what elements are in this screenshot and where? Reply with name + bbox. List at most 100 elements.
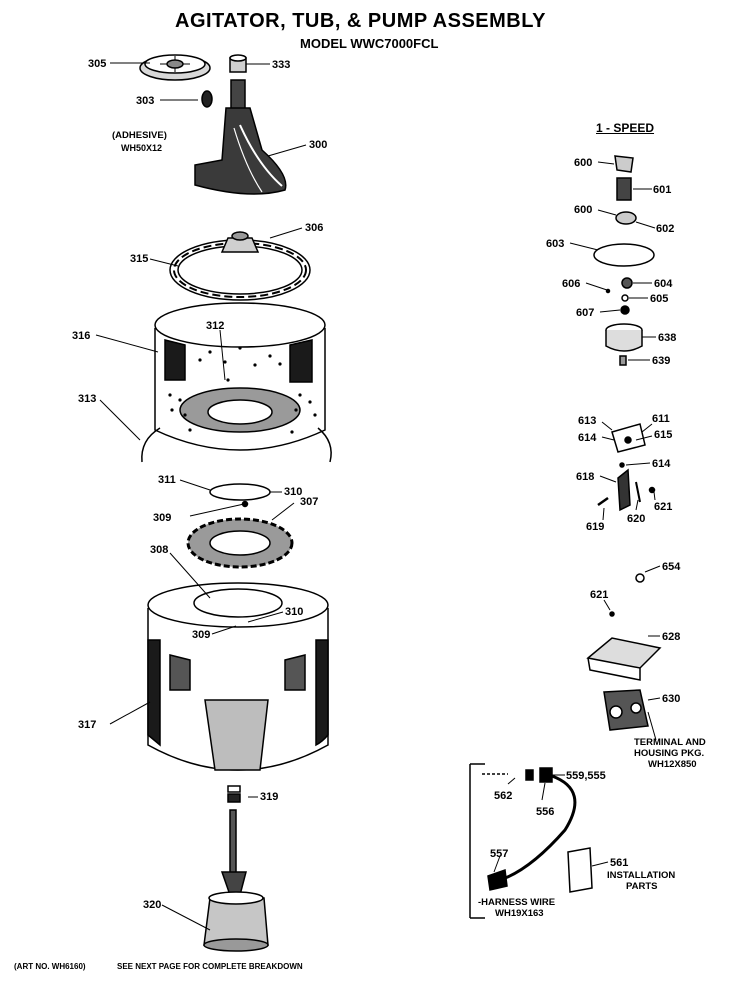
gasket-part-307 [186, 517, 294, 569]
callout-620: 620 [627, 513, 645, 525]
harness-kit-box [469, 763, 593, 919]
callout-307: 307 [300, 496, 318, 508]
adhesive-note-line1: (ADHESIVE) [112, 130, 167, 141]
callout-333: 333 [272, 59, 290, 71]
part-callout-labels: 305 333 303 300 306 315 316 312 313 311 … [72, 58, 681, 911]
agitator-part-300 [194, 79, 287, 195]
callout-618: 618 [576, 471, 594, 483]
diagram-title: AGITATOR, TUB, & PUMP ASSEMBLY [175, 10, 546, 32]
seal-part-319 [227, 785, 241, 803]
art-number: (ART NO. WH6160) [14, 962, 86, 971]
callout-316: 316 [72, 330, 90, 342]
callout-557: 557 [490, 848, 508, 860]
switch-parts-613-615 [611, 423, 646, 453]
part-607 [620, 305, 630, 315]
part-600-top [614, 155, 634, 173]
part-604 [621, 277, 633, 289]
callout-559-555: 559,555 [566, 770, 606, 782]
ring-part-603 [593, 243, 655, 267]
model-number: MODEL WWC7000FCL [300, 36, 439, 51]
callout-654: 654 [662, 561, 681, 573]
callout-615: 615 [654, 429, 672, 441]
outer-tub-part-317 [147, 582, 329, 771]
callout-309-upper: 309 [153, 512, 171, 524]
part-638 [605, 323, 643, 352]
callout-305: 305 [88, 58, 106, 70]
adhesive-note-line2: WH50X12 [121, 143, 163, 153]
callout-611: 611 [652, 413, 670, 425]
callout-601: 601 [653, 184, 671, 196]
harness-note-line2: WH19X163 [495, 908, 544, 919]
callout-600-upper: 600 [574, 157, 592, 169]
part-605 [621, 294, 629, 302]
callout-562: 562 [494, 790, 512, 802]
basket-perforations [168, 346, 317, 434]
callout-320: 320 [143, 899, 161, 911]
hub-part-306 [220, 231, 260, 253]
callout-638: 638 [658, 332, 676, 344]
clamp-part-311 [209, 483, 271, 501]
callout-630: 630 [662, 693, 680, 705]
part-600-lower [615, 211, 637, 225]
speed-section-heading: 1 - SPEED [596, 121, 655, 135]
callout-605: 605 [650, 293, 668, 305]
callout-310-lower: 310 [285, 606, 303, 618]
callout-603: 603 [546, 238, 564, 250]
callout-556: 556 [536, 806, 554, 818]
callout-561: 561 [610, 857, 628, 869]
part-614-lower [619, 462, 625, 468]
installation-note-line2: PARTS [626, 881, 658, 892]
callout-310-upper: 310 [284, 486, 302, 498]
terminal-note-line1: TERMINAL AND [634, 737, 706, 748]
part-606 [605, 288, 611, 294]
part-639 [619, 355, 627, 366]
callout-619: 619 [586, 521, 604, 533]
callout-604: 604 [654, 278, 673, 290]
callout-313: 313 [78, 393, 96, 405]
callout-315: 315 [130, 253, 148, 265]
callout-308: 308 [150, 544, 168, 556]
callout-317: 317 [78, 719, 96, 731]
callout-303: 303 [136, 95, 154, 107]
installation-note-line1: INSTALLATION [607, 870, 676, 881]
callout-614-upper: 614 [578, 432, 597, 444]
callout-600-lower: 600 [574, 204, 592, 216]
pump-shaft-part-320 [203, 809, 269, 952]
callout-300: 300 [309, 139, 327, 151]
callout-311: 311 [158, 474, 176, 486]
bracket-part-628 [586, 637, 662, 681]
callout-606: 606 [562, 278, 580, 290]
callout-602: 602 [656, 223, 674, 235]
breakdown-note: SEE NEXT PAGE FOR COMPLETE BREAKDOWN [117, 962, 303, 971]
harness-note-line1: -HARNESS WIRE [478, 897, 556, 908]
pump-motor-part-630 [603, 689, 649, 731]
callout-621-upper: 621 [654, 501, 672, 513]
cam-part-333 [229, 54, 247, 73]
part-621-lower [609, 611, 615, 617]
callout-607: 607 [576, 307, 594, 319]
callout-614-lower: 614 [652, 458, 671, 470]
part-619 [597, 496, 609, 507]
seal-part-303 [201, 90, 213, 108]
part-654 [635, 573, 645, 583]
part-621-upper [648, 486, 656, 494]
clip-part-313 [141, 427, 332, 463]
agitator-cap-part-305 [139, 54, 211, 81]
callout-639: 639 [652, 355, 670, 367]
part-620 [635, 481, 641, 503]
callout-628: 628 [662, 631, 680, 643]
callout-312: 312 [206, 320, 224, 332]
part-618 [617, 468, 631, 512]
callout-306: 306 [305, 222, 323, 234]
leader-lines [95, 62, 661, 931]
part-601 [616, 177, 632, 201]
wash-basket-part-316 [154, 302, 326, 451]
callout-319: 319 [260, 791, 278, 803]
terminal-note-line3: WH12X850 [648, 759, 697, 770]
callout-613: 613 [578, 415, 596, 427]
callout-309-lower: 309 [192, 629, 210, 641]
callout-621-lower: 621 [590, 589, 608, 601]
tub-seal-part-308 [193, 588, 283, 618]
